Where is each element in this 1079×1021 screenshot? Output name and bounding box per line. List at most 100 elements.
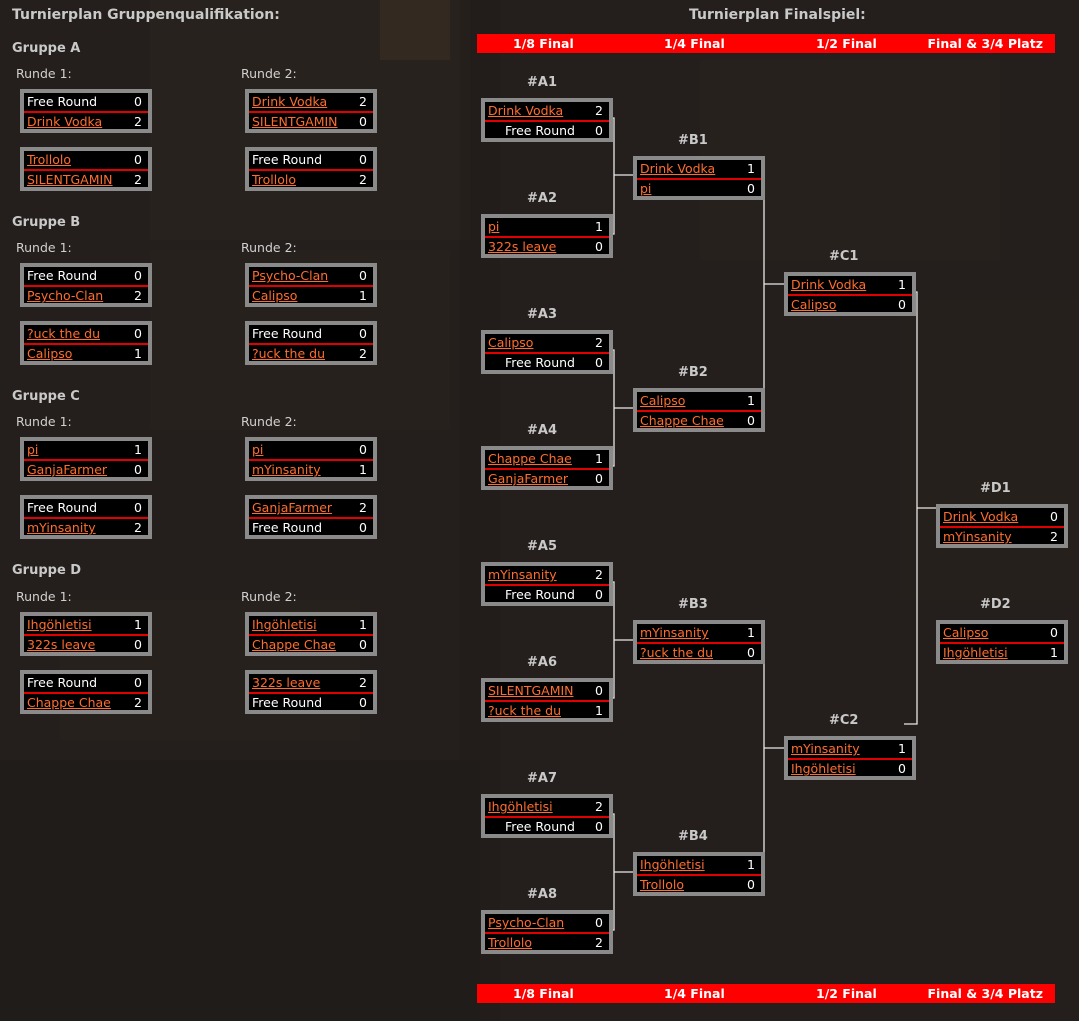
score: 0	[359, 268, 367, 283]
round-2-label: Runde 2:	[241, 414, 297, 429]
match-row: Ihgöhletisi 2	[485, 798, 609, 818]
stage-label-1-8: 1/8 Final	[513, 36, 574, 51]
score: 2	[134, 520, 142, 535]
round-2-label: Runde 2:	[241, 240, 297, 255]
team-link[interactable]: Ihgöhletisi	[488, 799, 553, 814]
team-link[interactable]: Ihgöhletisi	[27, 617, 92, 632]
team-link[interactable]: SILENTGAMIN	[488, 683, 574, 698]
score: 0	[134, 500, 142, 515]
team-link[interactable]: Chappe Chae	[488, 451, 572, 466]
team-link[interactable]: Psycho-Clan	[488, 915, 565, 930]
match-row: SILENTGAMIN 0	[485, 682, 609, 702]
match-row: Ihgöhletisi 1	[249, 616, 373, 636]
team-link[interactable]: GanjaFarmer	[488, 471, 569, 486]
team-link[interactable]: Chappe Chae	[640, 413, 724, 428]
score: 0	[595, 819, 603, 834]
team-link[interactable]: mYinsanity	[252, 462, 321, 477]
team-link[interactable]: ?uck the du	[640, 645, 713, 660]
round-2-label: Runde 2:	[241, 589, 297, 604]
team-link[interactable]: Trollolo	[488, 935, 533, 950]
team-link[interactable]: ?uck the du	[488, 703, 561, 718]
match-label-b1: #B1	[678, 133, 708, 148]
team-link[interactable]: Calipso	[943, 625, 989, 640]
team-link[interactable]: ?uck the du	[27, 326, 100, 341]
team-link[interactable]: Chappe Chae	[27, 695, 111, 710]
team-link[interactable]: pi	[252, 442, 264, 457]
team-link[interactable]: 322s leave	[252, 675, 321, 690]
score: 1	[134, 346, 142, 361]
team-link[interactable]: Drink Vodka	[252, 94, 328, 109]
stage-label-1-4: 1/4 Final	[664, 36, 725, 51]
free-round-label: Free Round	[27, 94, 98, 109]
stage-label-1-4: 1/4 Final	[664, 986, 725, 1001]
team-link[interactable]: Drink Vodka	[943, 509, 1019, 524]
team-link[interactable]: Drink Vodka	[791, 277, 867, 292]
score: 2	[134, 695, 142, 710]
free-round-label: Free Round	[504, 819, 575, 834]
team-link[interactable]: mYinsanity	[640, 625, 709, 640]
team-link[interactable]: Trollolo	[27, 152, 72, 167]
team-link[interactable]: Drink Vodka	[27, 114, 103, 129]
team-link[interactable]: ?uck the du	[252, 346, 325, 361]
team-link[interactable]: GanjaFarmer	[27, 462, 108, 477]
score: 0	[747, 181, 755, 196]
team-link[interactable]: Psycho-Clan	[27, 288, 104, 303]
team-link[interactable]: Psycho-Clan	[252, 268, 329, 283]
team-link[interactable]: 322s leave	[488, 239, 557, 254]
team-link[interactable]: Chappe Chae	[252, 637, 336, 652]
team-link[interactable]: pi	[640, 181, 652, 196]
score: 1	[359, 617, 367, 632]
team-link[interactable]: pi	[27, 442, 39, 457]
team-link[interactable]: mYinsanity	[943, 529, 1012, 544]
free-round-label: Free Round	[27, 675, 98, 690]
team-link[interactable]: Ihgöhletisi	[640, 857, 705, 872]
team-link[interactable]: Trollolo	[252, 172, 297, 187]
team-link[interactable]: Drink Vodka	[488, 103, 564, 118]
score: 0	[595, 683, 603, 698]
team-link[interactable]: Calipso	[640, 393, 686, 408]
team-link[interactable]: Calipso	[791, 297, 837, 312]
team-link[interactable]: Ihgöhletisi	[252, 617, 317, 632]
score: 0	[595, 239, 603, 254]
match-label-a3: #A3	[527, 307, 557, 322]
free-round-label: Free Round	[504, 587, 575, 602]
match-row: Calipso 1	[24, 345, 148, 363]
team-link[interactable]: 322s leave	[27, 637, 96, 652]
team-link[interactable]: Ihgöhletisi	[943, 645, 1008, 660]
free-round-label: Free Round	[252, 152, 323, 167]
team-link[interactable]: Calipso	[252, 288, 298, 303]
team-link[interactable]: mYinsanity	[488, 567, 557, 582]
team-link[interactable]: mYinsanity	[791, 741, 860, 756]
team-link[interactable]: Calipso	[27, 346, 73, 361]
final-stage-title: Turnierplan Finalspiel:	[689, 7, 866, 23]
match-label-a6: #A6	[527, 655, 557, 670]
team-link[interactable]: SILENTGAMIN	[27, 172, 113, 187]
team-link[interactable]: Drink Vodka	[640, 161, 716, 176]
team-link[interactable]: Ihgöhletisi	[791, 761, 856, 776]
score: 2	[595, 799, 603, 814]
score: 1	[1050, 645, 1058, 660]
team-link[interactable]: pi	[488, 219, 500, 234]
team-link[interactable]: Calipso	[488, 335, 534, 350]
team-link[interactable]: SILENTGAMIN	[252, 114, 338, 129]
team-link[interactable]: Trollolo	[640, 877, 685, 892]
team-link[interactable]: GanjaFarmer	[252, 500, 333, 515]
match-label-a8: #A8	[527, 887, 557, 902]
team-link[interactable]: mYinsanity	[27, 520, 96, 535]
round-1-label: Runde 1:	[16, 414, 72, 429]
